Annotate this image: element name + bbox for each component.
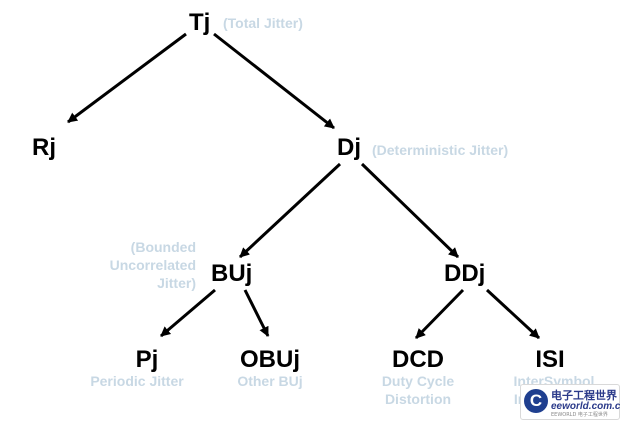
desc-dcd-line-1: Duty Cycle (381, 373, 455, 389)
desc-obuj: Other BUj (237, 373, 303, 389)
watermark-tagline: EEWORLD 电子工程世界 (551, 412, 608, 418)
node-buj: BUj (211, 260, 253, 287)
node-isi: ISI (535, 346, 565, 373)
node-pj: Pj (135, 346, 159, 373)
arrow-ddj-to-isi (485, 288, 541, 340)
desc-buj-line-3: Jitter) (157, 275, 196, 292)
desc-dj: (Deterministic Jitter) (372, 142, 509, 158)
desc-buj-line-2: Uncorrelated (109, 257, 196, 274)
desc-buj: (Bounded Uncorrelated Jitter) (80, 238, 196, 293)
node-obuj: OBUj (240, 346, 300, 373)
arrow-tj-to-rj (67, 32, 187, 124)
arrow-ddj-to-dcd (414, 288, 465, 340)
node-tj: Tj (189, 9, 211, 36)
desc-dcd: Duty Cycle Distortion (360, 372, 476, 408)
arrow-dj-to-ddj (360, 162, 460, 259)
node-ddj: DDj (444, 260, 486, 287)
node-dcd: DCD (392, 346, 444, 373)
arrow-tj-to-dj (213, 32, 335, 130)
desc-buj-line-1: (Bounded (130, 239, 196, 255)
desc-dcd-line-2: Distortion (384, 391, 452, 408)
node-rj: Rj (32, 134, 56, 161)
desc-pj: Periodic Jitter (90, 373, 184, 389)
logo-icon: C (524, 389, 548, 413)
arrow-buj-to-obuj (243, 289, 270, 337)
watermark-logo: C 电子工程世界 eeworld.com.cn EEWORLD 电子工程世界 (520, 384, 620, 420)
arrow-buj-to-pj (160, 288, 216, 338)
desc-tj: (Total Jitter) (223, 15, 303, 31)
watermark-name: 电子工程世界 (551, 389, 617, 402)
node-dj: Dj (337, 134, 361, 161)
arrow-dj-to-buj (238, 162, 342, 259)
watermark-url: eeworld.com.cn (551, 401, 620, 412)
